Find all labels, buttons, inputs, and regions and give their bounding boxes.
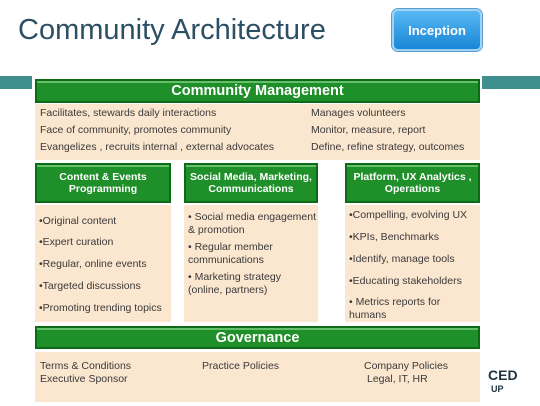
platform-ux-body: •Compelling, evolving UX •KPIs, Benchmar… — [345, 205, 480, 322]
list-item: •Original content — [39, 215, 117, 227]
decorative-stripe-right — [482, 76, 540, 89]
content-events-body: •Original content •Expert curation •Regu… — [35, 205, 171, 322]
list-item: • Regular member communications — [188, 241, 273, 266]
inception-badge[interactable]: Inception — [392, 9, 482, 51]
governance-item: Company Policies — [364, 360, 449, 372]
cm-responsibility: Face of community, promotes community — [40, 124, 232, 136]
list-item: •Targeted discussions — [39, 280, 141, 292]
list-item: •Expert curation — [39, 236, 114, 248]
community-management-body: Facilitates, stewards daily interactions… — [35, 104, 480, 160]
list-item: •Compelling, evolving UX — [349, 209, 468, 221]
cm-responsibility: Define, refine strategy, outcomes — [311, 141, 465, 153]
logo-line-2: UP — [491, 384, 504, 394]
social-media-header: Social Media, Marketing, Communications — [184, 163, 318, 203]
governance-item: Executive Sponsor — [40, 373, 128, 385]
list-item: •KPIs, Benchmarks — [349, 231, 440, 243]
governance-item: Practice Policies — [202, 360, 280, 372]
governance-header: Governance — [35, 326, 480, 349]
logo-line-1: CED — [488, 367, 518, 383]
decorative-stripe-left — [0, 76, 32, 89]
list-item: • Marketing strategy (online, partners) — [188, 271, 281, 296]
cm-responsibility: Monitor, measure, report — [311, 124, 426, 136]
social-media-body: • Social media engagement & promotion • … — [184, 205, 318, 322]
list-item: • Social media engagement & promotion — [188, 211, 317, 236]
list-item: • Metrics reports for humans — [349, 296, 441, 321]
slide-title: Community Architecture — [18, 14, 326, 46]
governance-item: Legal, IT, HR — [367, 373, 428, 385]
list-item: •Identify, manage tools — [349, 253, 455, 265]
list-item: •Educating stakeholders — [349, 275, 462, 287]
list-item: •Promoting trending topics — [39, 302, 162, 314]
cm-responsibility: Facilitates, stewards daily interactions — [40, 107, 217, 119]
platform-ux-header: Platform, UX Analytics , Operations — [345, 163, 480, 203]
content-events-header: Content & Events Programming — [35, 163, 171, 203]
governance-item: Terms & Conditions — [40, 360, 132, 372]
cm-responsibility: Evangelizes , recruits internal , extern… — [40, 141, 275, 153]
community-management-header: Community Management — [35, 79, 480, 103]
company-logo: CED UP — [488, 368, 518, 396]
governance-body: Terms & Conditions Executive Sponsor Pra… — [35, 352, 480, 402]
cm-responsibility: Manages volunteers — [311, 107, 406, 119]
list-item: •Regular, online events — [39, 258, 147, 270]
